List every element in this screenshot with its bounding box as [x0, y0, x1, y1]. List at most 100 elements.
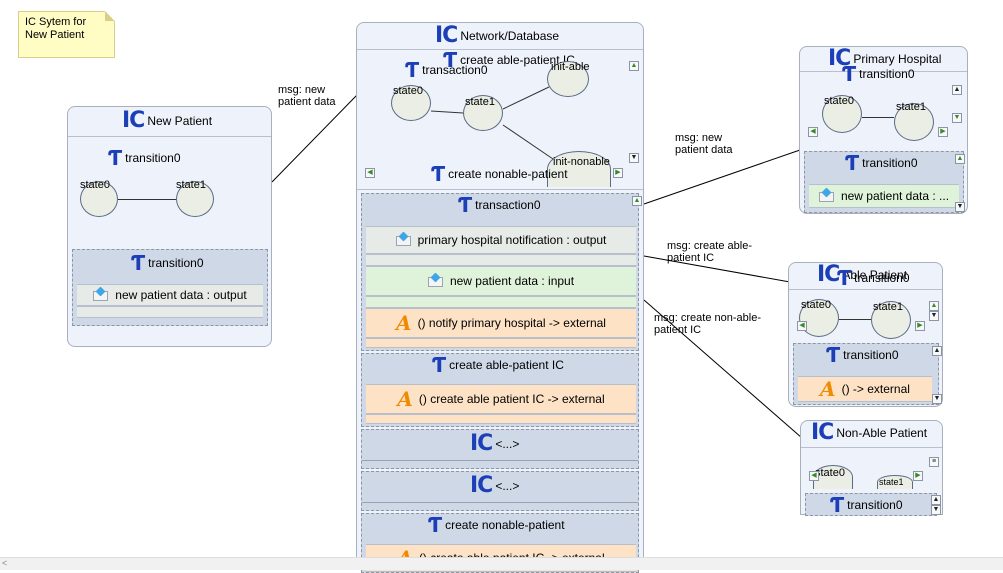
able-patient-sub-transition[interactable]: Ƭ transition0 A () -> external ▲ ▼ [793, 343, 942, 405]
scroll-left-button[interactable]: ◀ [365, 168, 375, 178]
transition-icon: Ƭ [443, 48, 458, 72]
able-patient-ic[interactable]: IC Able Patient Ƭ transition0 state0 sta… [788, 262, 943, 407]
message-new-patient-data-1[interactable]: msg: new patient data [278, 84, 336, 108]
scroll-up-button[interactable]: ▲ [931, 495, 941, 505]
scroll-down-button[interactable]: ▼ [952, 113, 962, 123]
state-1-label: state1 [176, 179, 206, 191]
scroll-down-button[interactable]: ▼ [629, 153, 639, 163]
state-1[interactable] [871, 301, 911, 339]
transaction-label-top[interactable]: Ƭ transaction0 [405, 58, 488, 82]
scroll-right-button[interactable]: ▶ [613, 168, 623, 178]
message-create-nonable-patient[interactable]: msg: create non-able- patient IC [654, 312, 761, 336]
ic-placeholder-band-1[interactable]: IC <...> [361, 429, 639, 469]
nonable-patient-ic[interactable]: IC Non-Able Patient state0 state1 ≡ ◀ ▶ … [800, 420, 943, 516]
state-1-label: state1 [465, 96, 495, 108]
ic-icon: IC [828, 46, 851, 71]
sub-transition-label: transition0 [847, 498, 903, 512]
scroll-left-button[interactable]: ◀ [808, 127, 818, 137]
able-patient-title: Able Patient [842, 268, 908, 282]
new-patient-transition[interactable]: Ƭ transition0 [108, 146, 181, 170]
band-divider [362, 460, 638, 461]
scroll-right-button[interactable]: ▶ [913, 471, 923, 481]
sub-transition-label: transition0 [843, 348, 899, 362]
transition-icon: Ƭ [131, 251, 146, 275]
able-patient-transition[interactable]: Ƭ transition0 [837, 266, 910, 290]
header-divider [789, 289, 942, 290]
canvas-horizontal-scrollbar[interactable] [0, 557, 1003, 570]
new-patient-data-output-row[interactable]: new patient data : output [77, 284, 263, 306]
nonable-patient-sub-transition[interactable]: Ƭ transition0 [805, 493, 937, 516]
header-divider [800, 71, 967, 72]
new-patient-ic[interactable]: IC New Patient Ƭ transition0 state0 stat… [67, 106, 272, 347]
band-divider [362, 502, 638, 503]
ic-icon: IC [122, 108, 145, 133]
transition-icon: Ƭ [830, 493, 845, 517]
header-divider [801, 447, 942, 448]
spacer-row [366, 296, 636, 308]
scroll-up-button[interactable]: ▲ [929, 301, 939, 311]
ic-icon: IC [811, 420, 834, 445]
state-1-label: state1 [873, 301, 903, 313]
nonable-patient-header: IC Non-Able Patient [811, 422, 927, 444]
scroll-up-button[interactable]: ▲ [955, 154, 965, 164]
system-note[interactable]: IC Sytem for New Patient [18, 11, 115, 58]
transition-icon: Ƭ [108, 146, 123, 170]
state-1[interactable] [894, 103, 934, 141]
create-nonable-label: create nonable-patient [445, 518, 565, 532]
create-able-transition[interactable]: Ƭ create able-patient IC [443, 48, 575, 72]
sub-transition-label: transition0 [862, 156, 918, 170]
menu-button[interactable]: ≡ [929, 457, 939, 467]
scroll-down-button[interactable]: ▼ [929, 311, 939, 321]
state-1[interactable] [176, 181, 214, 217]
scroll-right-button[interactable]: ▶ [915, 321, 925, 331]
new-patient-sub-transition[interactable]: Ƭ transition0 new patient data : output [72, 249, 268, 326]
message-create-able-patient[interactable]: msg: create able- patient IC [667, 240, 752, 264]
state-edge [118, 199, 176, 200]
state-0-label: state0 [824, 95, 854, 107]
state-0[interactable] [813, 465, 853, 489]
primary-hospital-notification-row[interactable]: primary hospital notification : output [366, 226, 636, 254]
state-1-label: state1 [879, 477, 904, 487]
scroll-left-button[interactable]: ◀ [809, 471, 819, 481]
scroll-left-button[interactable]: ◀ [797, 321, 807, 331]
notify-primary-hospital-row[interactable]: A () notify primary hospital -> external [366, 308, 636, 338]
scroll-up-button[interactable]: ▲ [629, 61, 639, 71]
scroll-left-arrow[interactable]: < [2, 558, 8, 568]
new-patient-header: IC New Patient [122, 110, 212, 132]
state-edges [430, 86, 554, 160]
new-patient-data-row[interactable]: new patient data : ... [809, 184, 959, 208]
state-0[interactable] [80, 181, 118, 217]
scroll-down-button[interactable]: ▼ [955, 202, 965, 212]
state-1[interactable] [463, 95, 503, 131]
nonable-patient-title: Non-Able Patient [836, 426, 928, 440]
message-new-patient-data-2[interactable]: msg: new patient data [675, 132, 733, 156]
external-action-row[interactable]: A () -> external [798, 376, 932, 402]
init-nonable-state[interactable] [547, 151, 611, 187]
primary-hospital-ic[interactable]: IC Primary Hospital Ƭ transition0 state0… [799, 46, 968, 214]
transaction-band[interactable]: Ƭ transaction0 ▲ primary hospital notifi… [361, 193, 642, 351]
transition-icon: Ƭ [428, 513, 443, 537]
header-divider [68, 136, 271, 137]
compartment-divider [357, 189, 643, 190]
scroll-right-button[interactable]: ▶ [938, 127, 948, 137]
create-able-band[interactable]: Ƭ create able-patient IC A () create abl… [361, 353, 639, 427]
state-1[interactable] [877, 475, 913, 489]
state-0[interactable] [822, 95, 862, 133]
create-able-patient-row[interactable]: A () create able patient IC -> external [366, 384, 636, 414]
network-database-ic[interactable]: IC Network/Database Ƭ create able-patien… [356, 22, 644, 573]
init-able-state[interactable] [547, 61, 589, 97]
init-nonable-label: init-nonable [553, 156, 610, 168]
primary-hospital-sub-transition[interactable]: Ƭ transition0 new patient data : ... ▲ ▼ [804, 151, 965, 213]
scroll-up-button[interactable]: ▲ [952, 85, 962, 95]
state-0[interactable] [391, 85, 431, 121]
transition-icon: Ƭ [431, 162, 446, 186]
ic-placeholder-band-2[interactable]: IC <...> [361, 471, 639, 511]
primary-hospital-transition[interactable]: Ƭ transition0 [842, 62, 915, 86]
scroll-up-button[interactable]: ▲ [932, 346, 942, 356]
scroll-up-button[interactable]: ▲ [632, 196, 642, 206]
scroll-down-button[interactable]: ▼ [932, 394, 942, 404]
create-nonable-transition[interactable]: Ƭ create nonable-patient [431, 162, 568, 186]
new-patient-data-input-row[interactable]: new patient data : input [366, 266, 636, 296]
scroll-down-button[interactable]: ▼ [931, 505, 941, 515]
